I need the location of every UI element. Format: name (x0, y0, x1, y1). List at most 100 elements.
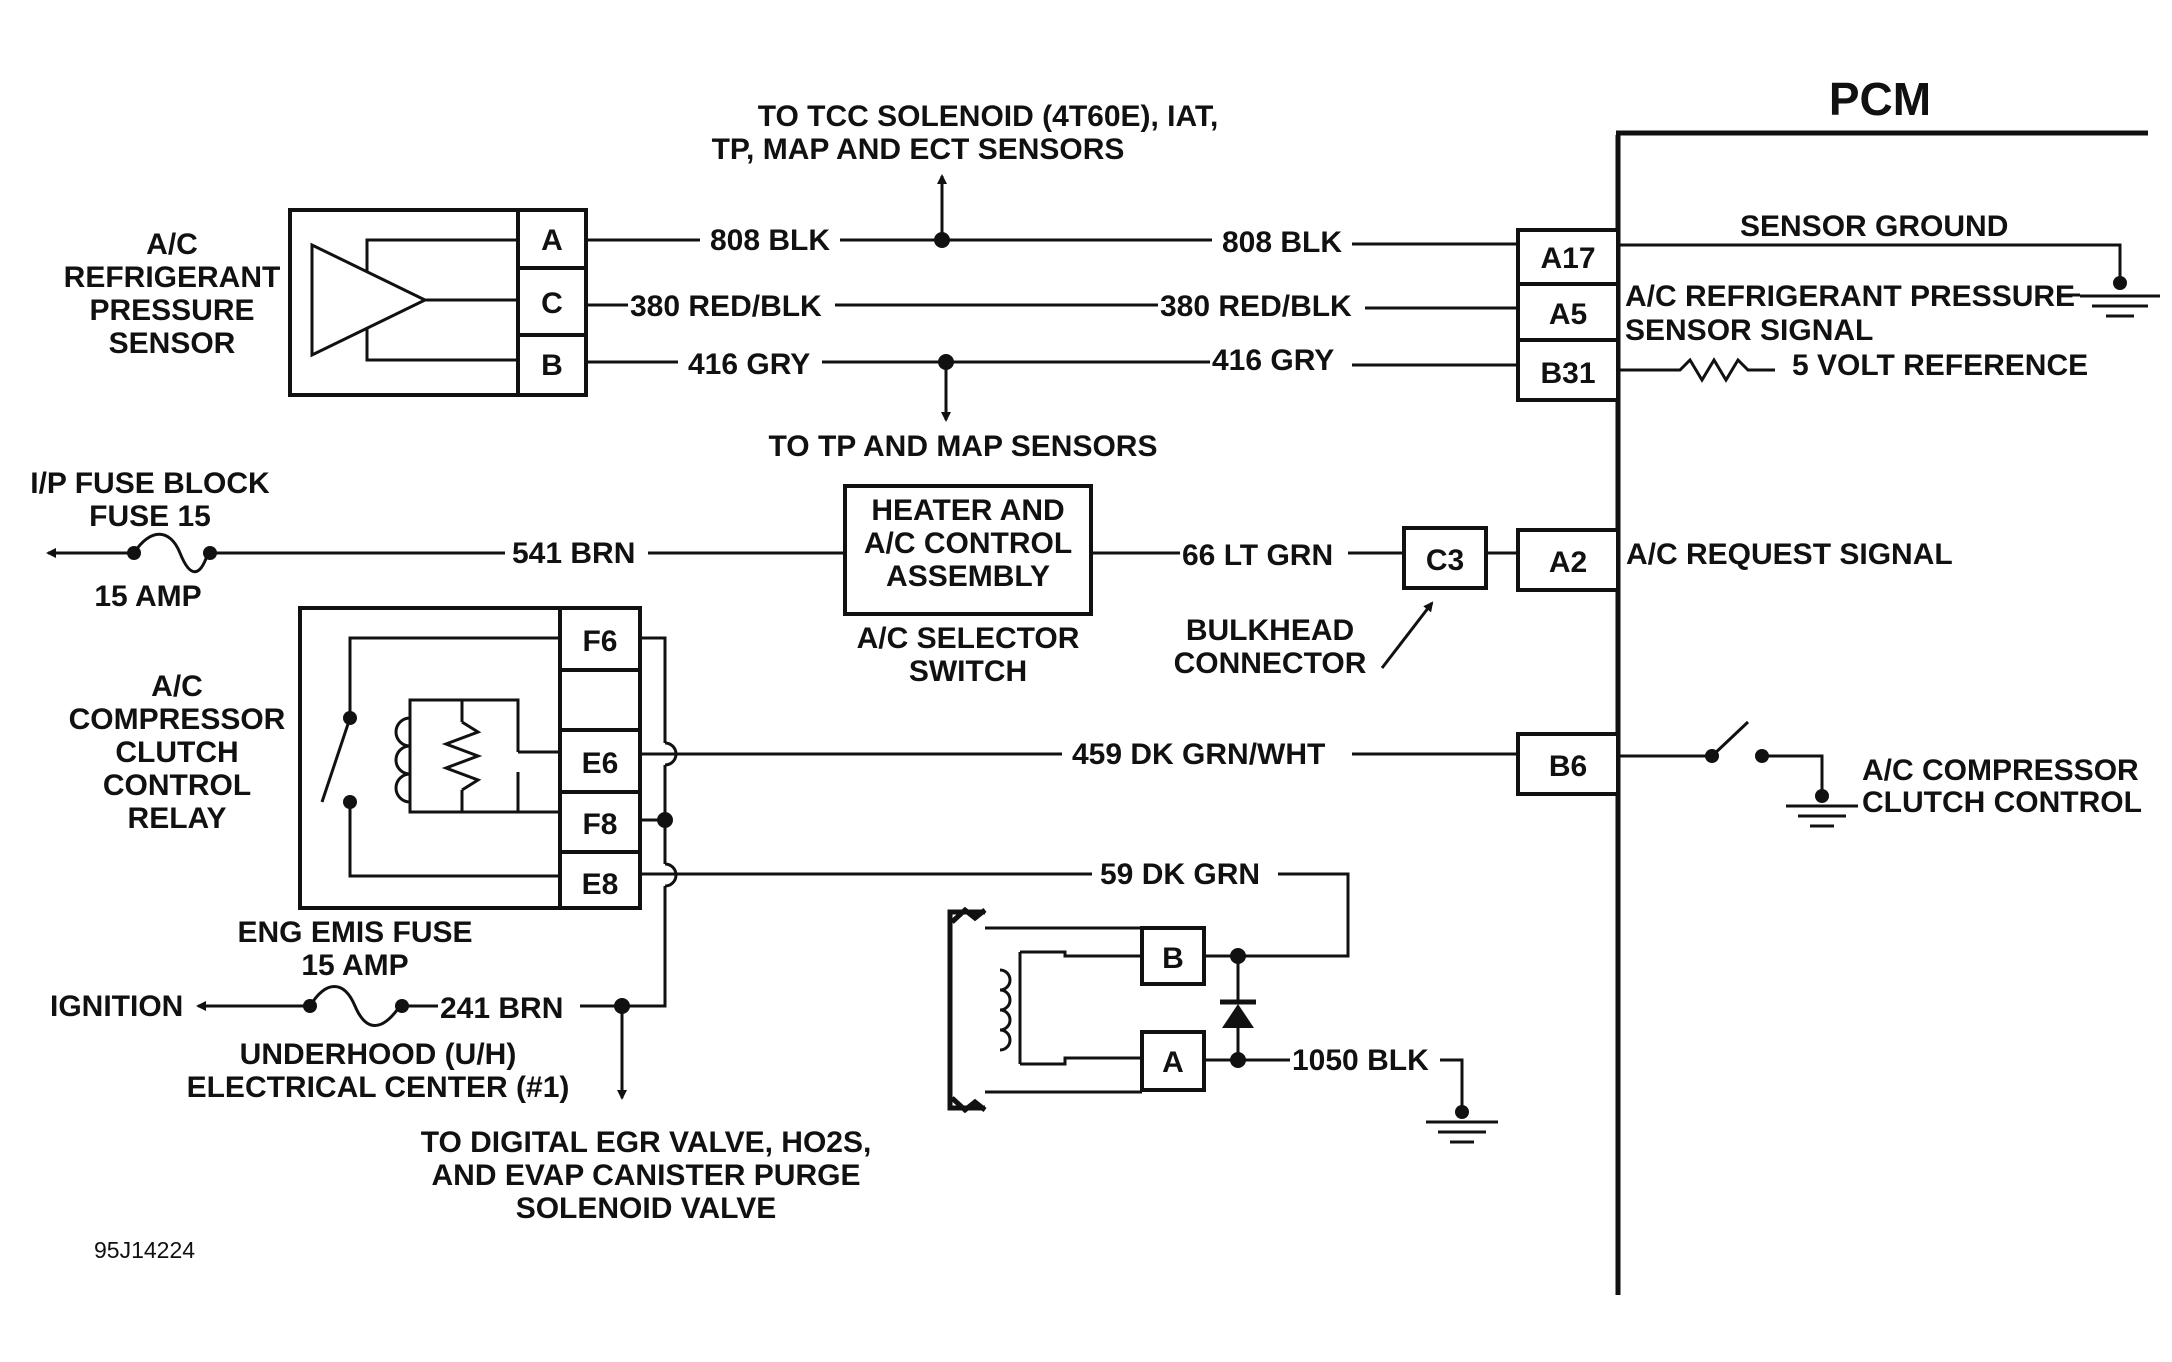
pcm-internal-circuits: SENSOR GROUND A/C REFRIGERANT PRESSURE S… (1618, 210, 2160, 828)
sensor-ground-symbol (2080, 294, 2160, 318)
wire-808-blk-left: 808 BLK (710, 224, 830, 257)
relay-pin-f8: F8 (582, 808, 617, 841)
diode-symbol (1222, 1004, 1254, 1028)
relay-coil-symbol (394, 716, 411, 804)
underhood-line-2: ELECTRICAL CENTER (#1) (187, 1071, 570, 1104)
eng-fuse-line-2: 15 AMP (301, 949, 408, 982)
relay-pin-e6: E6 (582, 747, 619, 780)
clutch-ground-lead (1440, 1058, 1464, 1112)
clutch-ground-wire (1762, 754, 1824, 796)
clutch-pin-b: B (1162, 942, 1184, 975)
label-clutch-control-2: CLUTCH CONTROL (1862, 786, 2142, 819)
ip-fuse-symbol (132, 532, 210, 574)
relay-pin-e8: E8 (582, 868, 619, 901)
sensor-ground-wire (1618, 243, 2122, 283)
sensor-internal-a (365, 238, 518, 272)
figure-id: 95J14224 (94, 1237, 195, 1263)
label-pressure-signal-1: A/C REFRIGERANT PRESSURE (1625, 280, 2075, 313)
relay-label-1: A/C (151, 670, 203, 703)
label-clutch-control-1: A/C COMPRESSOR (1862, 754, 2139, 787)
clutch-feed-wire (1238, 872, 1350, 958)
f6-feed-wire (640, 636, 667, 743)
relay-label-5: RELAY (128, 802, 227, 835)
clutch-switch-blade (1710, 720, 1750, 758)
hvac-line-2: A/C CONTROL (864, 527, 1072, 560)
pin-box-a17 (1516, 228, 1620, 286)
sensor-amplifier-symbol (310, 242, 429, 358)
sensor-wiring: 808 BLK 808 BLK 380 RED/BLK 380 RED/BLK … (586, 100, 1518, 463)
pin-a5: A5 (1549, 298, 1587, 331)
sensor-label-line-4: SENSOR (109, 327, 236, 360)
hvac-caption-1: A/C SELECTOR (857, 622, 1080, 655)
hvac-caption-2: SWITCH (909, 655, 1027, 688)
clutch-ground-symbol (1786, 804, 1858, 828)
pcm-module: PCM (1615, 73, 2148, 1295)
compressor-relay: F6 E6 F8 E8 A/C COMPRESSOR CLUTCH CONTRO… (69, 606, 642, 910)
hvac-line-3: ASSEMBLY (886, 560, 1050, 593)
label-sensor-ground: SENSOR GROUND (1740, 210, 2008, 243)
label-ac-request-signal: A/C REQUEST SIGNAL (1626, 538, 1953, 571)
wire-1050-blk: 1050 BLK (1292, 1044, 1429, 1077)
relay-resistor-symbol (441, 720, 483, 792)
sensor-pin-b: B (541, 349, 563, 382)
sensor-internal-b (365, 328, 518, 362)
clutch-ground-node (1815, 789, 1829, 803)
relay-pin-f6: F6 (582, 625, 617, 658)
wire-66-lt-grn: 66 LT GRN (1182, 539, 1333, 572)
wire-380-red-blk-right: 380 RED/BLK (1160, 290, 1352, 323)
wire-241-brn: 241 BRN (440, 992, 563, 1025)
bulkhead-pin-c3: C3 (1426, 544, 1464, 577)
hvac-box (843, 484, 1093, 616)
hvac-control-assembly: HEATER AND A/C CONTROL ASSEMBLY A/C SELE… (843, 484, 1093, 688)
label-ignition: IGNITION (50, 990, 183, 1023)
label-5-volt-reference: 5 VOLT REFERENCE (1792, 349, 2088, 382)
clutch-ground-icon (1426, 1120, 1498, 1144)
wire-459-dk-grn-wht: 459 DK GRN/WHT (1072, 738, 1325, 771)
note-tcc-line-2: TP, MAP AND ECT SENSORS (712, 133, 1125, 166)
underhood-line-1: UNDERHOOD (U/H) (240, 1038, 517, 1071)
arrow-bulkhead (1380, 601, 1434, 669)
five-volt-resistor (1618, 357, 1775, 383)
pin-box-a5 (1516, 282, 1620, 342)
ignition-feed-wire (622, 886, 667, 1008)
relay-label-3: CLUTCH (115, 736, 238, 769)
note-egr-line-1: TO DIGITAL EGR VALVE, HO2S, (421, 1126, 872, 1159)
relay-switch-blade (320, 717, 352, 803)
pin-box-b31 (1516, 338, 1620, 402)
note-egr-line-3: SOLENOID VALVE (516, 1192, 777, 1225)
pin-box-a2 (1516, 528, 1620, 592)
pcm-title: PCM (1829, 73, 1931, 125)
sensor-pin-a: A (541, 224, 563, 257)
eng-emis-fuse-circuit: ENG EMIS FUSE 15 AMP IGNITION 241 BRN UN… (50, 916, 871, 1225)
pin-b31: B31 (1540, 357, 1595, 390)
relay-label-2: COMPRESSOR (69, 703, 286, 736)
eng-fuse-line-1: ENG EMIS FUSE (237, 916, 472, 949)
ip-fuse-circuit: I/P FUSE BLOCK FUSE 15 15 AMP 541 BRN (30, 467, 845, 613)
clutch-coil-symbol (999, 968, 1012, 1052)
bulkhead-c3-box (1402, 526, 1488, 590)
sensor-pin-c: C (541, 287, 563, 320)
relay-switch-common (348, 636, 560, 718)
ip-fuse-rating: 15 AMP (94, 580, 201, 613)
eng-fuse-symbol (308, 985, 402, 1027)
bulkhead-label-2: CONNECTOR (1174, 647, 1367, 680)
clutch-pin-a: A (1162, 1046, 1184, 1079)
note-tcc-line-1: TO TCC SOLENOID (4T60E), IAT, (758, 100, 1219, 133)
note-egr-line-2: AND EVAP CANISTER PURGE (432, 1159, 861, 1192)
relay-coil-frame (408, 698, 520, 814)
relay-feed-wiring: 459 DK GRN/WHT 59 DK GRN (580, 636, 1518, 1100)
pressure-sensor: A C B A/C REFRIGERANT PRESSURE SENSOR (64, 208, 588, 397)
pcm-connector-pins: A17 A5 B31 A2 B6 (1516, 228, 1620, 796)
relay-label-4: CONTROL (103, 769, 251, 802)
clutch-coil-lead-a (1020, 1056, 1142, 1066)
wire-541-brn: 541 BRN (512, 537, 635, 570)
compressor-clutch: B A 1050 BLK (947, 906, 1498, 1144)
wire-59-dk-grn: 59 DK GRN (1100, 858, 1260, 891)
ip-fuse-line-1: I/P FUSE BLOCK (30, 467, 270, 500)
sensor-label-line-3: PRESSURE (89, 294, 254, 327)
relay-switch-output (348, 802, 560, 878)
wire-808-blk-right: 808 BLK (1222, 226, 1342, 259)
ac-request-circuit: 66 LT GRN C3 BULKHEAD CONNECTOR (1091, 526, 1518, 680)
note-tp-map: TO TP AND MAP SENSORS (769, 430, 1158, 463)
